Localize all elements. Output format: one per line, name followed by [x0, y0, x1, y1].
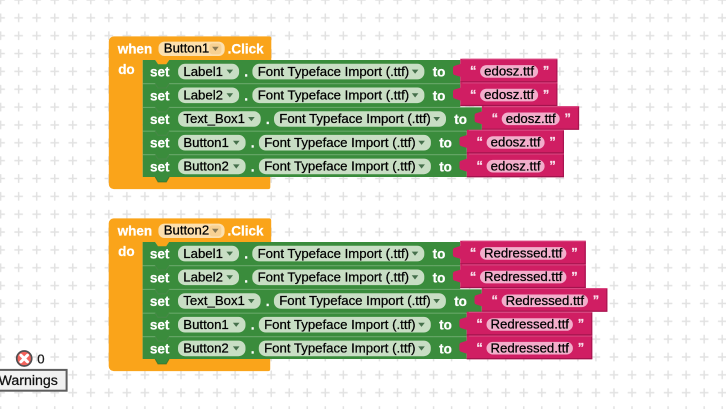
svg-text:Redressed.ttf: Redressed.ttf: [490, 317, 569, 332]
svg-text:“: “: [492, 293, 498, 308]
svg-text:do: do: [118, 62, 135, 77]
svg-text:Font Typeface Import (.ttf): Font Typeface Import (.ttf): [279, 111, 430, 126]
svg-text:Redressed.ttf: Redressed.ttf: [484, 246, 563, 261]
svg-text:Redressed.ttf: Redressed.ttf: [506, 293, 585, 308]
svg-text:.: .: [244, 65, 248, 80]
svg-text:set: set: [150, 247, 170, 262]
svg-text:to: to: [454, 294, 467, 309]
svg-text:”: ”: [571, 269, 577, 284]
svg-text:”: ”: [593, 293, 599, 308]
svg-text:Font Typeface Import (.ttf): Font Typeface Import (.ttf): [264, 135, 415, 150]
svg-text:Font Typeface Import (.ttf): Font Typeface Import (.ttf): [258, 270, 409, 285]
svg-text:.: .: [251, 341, 255, 356]
svg-text:Button2: Button2: [164, 222, 209, 237]
svg-text:Label2: Label2: [183, 88, 223, 103]
svg-text:edosz.ttf: edosz.ttf: [491, 135, 541, 150]
svg-text:set: set: [150, 65, 170, 80]
svg-text:edosz.ttf: edosz.ttf: [506, 111, 556, 126]
svg-text:to: to: [454, 112, 467, 127]
svg-text:”: ”: [549, 134, 555, 149]
svg-text:Text_Box1: Text_Box1: [183, 111, 245, 126]
svg-text:to: to: [439, 136, 452, 151]
svg-text:.Click: .Click: [228, 224, 265, 239]
svg-text:set: set: [150, 159, 170, 174]
svg-text:set: set: [150, 318, 170, 333]
svg-text:“: “: [476, 340, 482, 355]
svg-text:“: “: [476, 316, 482, 331]
svg-text:to: to: [433, 270, 446, 285]
svg-text:edosz.ttf: edosz.ttf: [491, 158, 541, 173]
svg-text:edosz.ttf: edosz.ttf: [484, 87, 534, 102]
svg-text:Font Typeface Import (.ttf): Font Typeface Import (.ttf): [258, 64, 409, 79]
svg-text:.: .: [251, 318, 255, 333]
svg-text:to: to: [433, 65, 446, 80]
svg-text:edosz.ttf: edosz.ttf: [484, 64, 534, 79]
svg-text:.: .: [244, 247, 248, 262]
svg-text:set: set: [150, 294, 170, 309]
svg-text:.: .: [251, 136, 255, 151]
svg-text:”: ”: [571, 245, 577, 260]
svg-text:Button1: Button1: [164, 40, 209, 55]
svg-text:set: set: [150, 88, 170, 103]
svg-text:to: to: [433, 88, 446, 103]
svg-text:Text_Box1: Text_Box1: [183, 293, 245, 308]
svg-text:“: “: [477, 134, 483, 149]
svg-text:“: “: [492, 111, 498, 126]
svg-text:”: ”: [543, 87, 549, 102]
svg-text:Font Typeface Import (.ttf): Font Typeface Import (.ttf): [264, 159, 415, 174]
svg-text:“: “: [470, 269, 476, 284]
svg-text:“: “: [470, 245, 476, 260]
svg-text:Button1: Button1: [183, 135, 228, 150]
svg-text:set: set: [150, 136, 170, 151]
svg-text:when: when: [117, 42, 153, 57]
svg-text:to: to: [439, 318, 452, 333]
svg-text:set: set: [150, 341, 170, 356]
svg-text:.: .: [266, 294, 270, 309]
svg-text:to: to: [433, 247, 446, 262]
svg-text:when: when: [117, 224, 153, 239]
svg-text:Font Typeface Import (.ttf): Font Typeface Import (.ttf): [264, 341, 415, 356]
svg-text:Label1: Label1: [183, 246, 223, 261]
svg-text:Font Typeface Import (.ttf): Font Typeface Import (.ttf): [258, 246, 409, 261]
svg-text:Button2: Button2: [183, 159, 228, 174]
svg-text:”: ”: [543, 63, 549, 78]
svg-text:”: ”: [549, 158, 555, 173]
svg-text:Button1: Button1: [183, 317, 228, 332]
svg-text:do: do: [118, 244, 135, 259]
svg-text:”: ”: [565, 111, 571, 126]
svg-text:“: “: [470, 63, 476, 78]
svg-text:set: set: [150, 270, 170, 285]
svg-text:Font Typeface Import (.ttf): Font Typeface Import (.ttf): [279, 293, 430, 308]
svg-text:”: ”: [578, 340, 584, 355]
svg-text:“: “: [477, 158, 483, 173]
svg-text:set: set: [150, 112, 170, 127]
svg-text:Warnings: Warnings: [0, 373, 58, 389]
svg-text:”: ”: [578, 316, 584, 331]
svg-text:.Click: .Click: [228, 42, 265, 57]
svg-text:“: “: [470, 87, 476, 102]
svg-text:.: .: [244, 88, 248, 103]
svg-text:Redressed.ttf: Redressed.ttf: [484, 269, 563, 284]
svg-text:Font Typeface Import (.ttf): Font Typeface Import (.ttf): [264, 317, 415, 332]
svg-text:Label2: Label2: [183, 270, 223, 285]
svg-text:Font Typeface Import (.ttf): Font Typeface Import (.ttf): [258, 88, 409, 103]
svg-text:.: .: [244, 270, 248, 285]
svg-text:.: .: [251, 159, 255, 174]
svg-text:to: to: [439, 341, 452, 356]
svg-text:Redressed.ttf: Redressed.ttf: [490, 340, 569, 355]
svg-text:Button2: Button2: [183, 341, 228, 356]
svg-text:to: to: [439, 159, 452, 174]
svg-text:.: .: [266, 112, 270, 127]
svg-text:0: 0: [37, 352, 44, 367]
svg-text:Label1: Label1: [183, 64, 223, 79]
